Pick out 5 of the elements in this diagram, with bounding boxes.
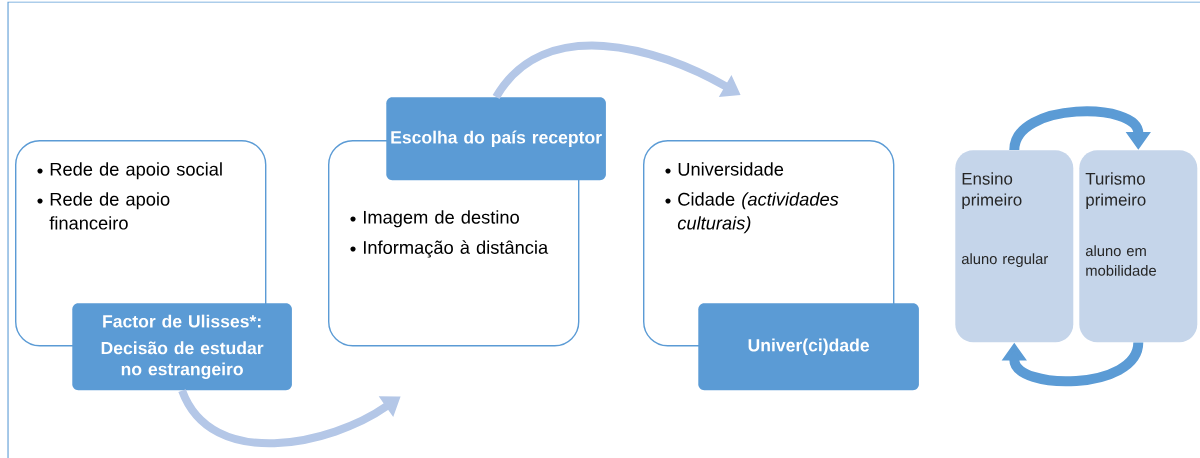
heading-box: Escolha do país receptor bbox=[386, 97, 606, 181]
heading-box: Factor de Ulisses*: Decisão de estudar no estrangeiro bbox=[72, 303, 292, 391]
panel-box: Ensino primeiro aluno regular bbox=[955, 150, 1074, 343]
panel-box: Turismo primeiro aluno em mobilidade bbox=[1079, 150, 1198, 343]
heading-box: Univer(ci)dade bbox=[698, 303, 919, 391]
